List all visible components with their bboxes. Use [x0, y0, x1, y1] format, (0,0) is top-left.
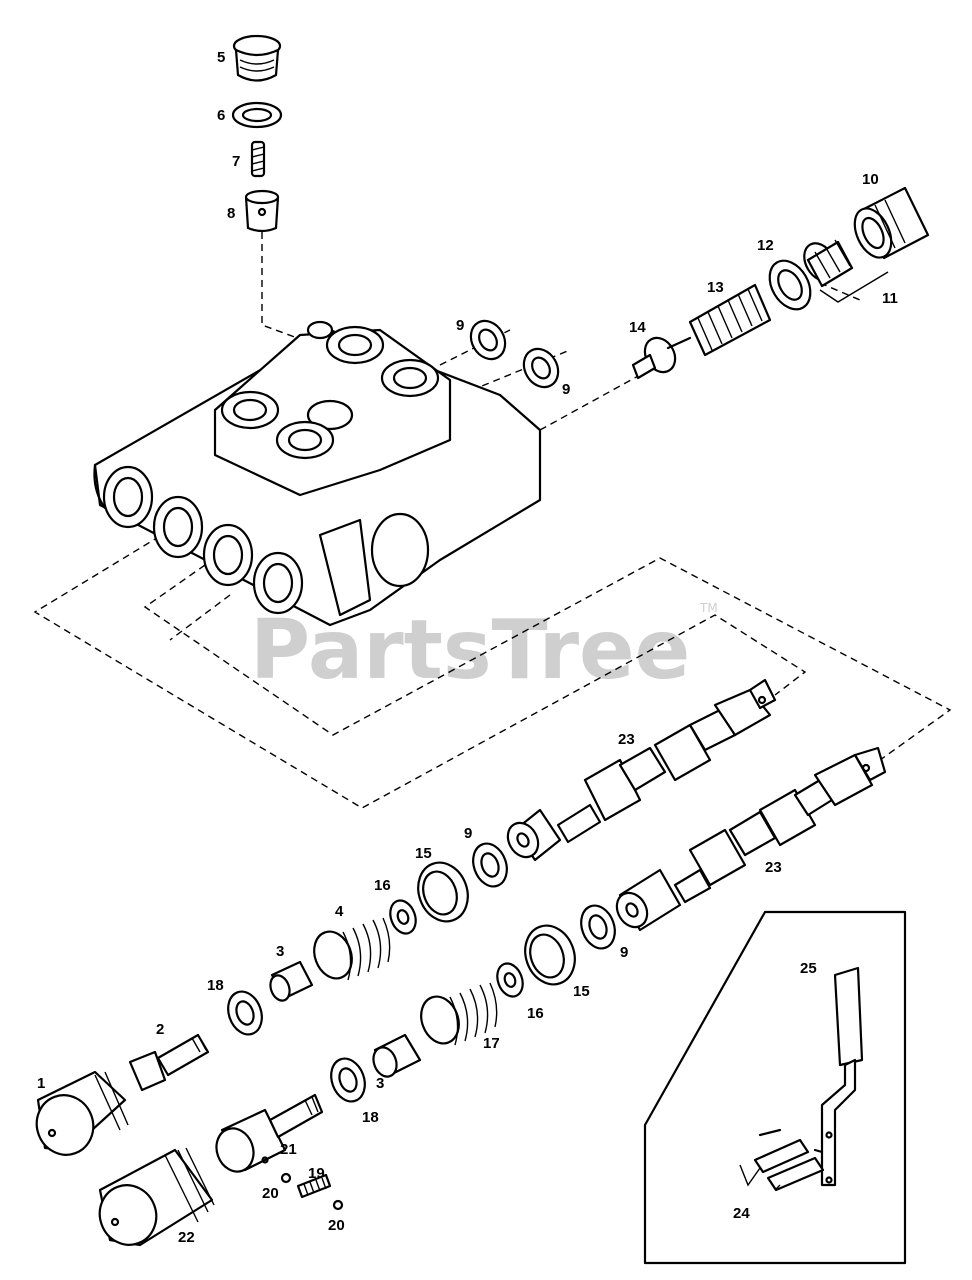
spool-23-lower	[615, 746, 887, 932]
washer-9-upper-a	[469, 319, 507, 361]
o-ring-6	[231, 101, 283, 129]
label-4: 4	[335, 903, 344, 920]
label-25: 25	[800, 960, 817, 977]
ball-20-a	[280, 1172, 292, 1184]
spring-19	[296, 1173, 332, 1199]
label-16b: 16	[527, 1005, 544, 1022]
spring-seat-11	[803, 239, 889, 303]
detent-14	[631, 336, 692, 380]
seal-15-upper	[417, 861, 469, 923]
poppet-8	[244, 189, 280, 233]
cap-10	[853, 186, 930, 260]
label-21: 21	[280, 1141, 297, 1158]
washer-9-upper-b	[522, 347, 560, 389]
washer-9-mid-a	[472, 842, 508, 888]
label-11: 11	[882, 290, 898, 307]
washer-9-lower	[580, 904, 616, 950]
label-3b: 3	[376, 1075, 384, 1092]
o-ring-12	[768, 259, 812, 311]
bolt-2	[128, 1033, 210, 1092]
label-6: 6	[217, 107, 225, 124]
label-15b: 15	[573, 983, 590, 1000]
label-24: 24	[733, 1205, 750, 1222]
washer-18-lower	[330, 1057, 366, 1103]
label-9d: 9	[620, 944, 628, 961]
spring-17	[420, 982, 498, 1046]
sleeve-3-upper	[269, 960, 314, 1002]
label-9a: 9	[456, 317, 464, 334]
washer-16-lower	[496, 962, 524, 998]
ball-20-b	[332, 1199, 344, 1211]
label-8: 8	[227, 205, 235, 222]
label-18b: 18	[362, 1109, 379, 1126]
label-16a: 16	[374, 877, 391, 894]
label-10: 10	[862, 171, 879, 188]
label-1: 1	[37, 1075, 45, 1092]
cap-1	[35, 1070, 129, 1156]
watermark-trademark: TM	[699, 601, 718, 615]
label-15a: 15	[415, 845, 432, 862]
callout-labels: 5 6 7 8 10 12 11 13 14 9 9 23 23 9 15 16…	[37, 49, 898, 1246]
links-24	[739, 1128, 825, 1192]
label-22: 22	[178, 1229, 195, 1246]
spring-4	[313, 917, 391, 981]
label-20a: 20	[262, 1185, 279, 1202]
label-2: 2	[156, 1021, 164, 1038]
label-20b: 20	[328, 1217, 345, 1234]
sleeve-3-lower	[372, 1033, 422, 1078]
label-19: 19	[308, 1165, 325, 1182]
label-17: 17	[483, 1035, 500, 1052]
label-13: 13	[707, 279, 724, 296]
label-23a: 23	[618, 731, 635, 748]
detent-21	[215, 1093, 324, 1173]
label-9b: 9	[562, 381, 570, 398]
spring-7	[250, 140, 266, 178]
lever-inset	[643, 910, 907, 1265]
valve-body	[93, 320, 542, 627]
label-3a: 3	[276, 943, 284, 960]
label-5: 5	[217, 49, 225, 66]
seal-15-lower	[524, 924, 576, 986]
label-18a: 18	[207, 977, 224, 994]
spring-13	[688, 283, 772, 357]
cap-22	[98, 1147, 215, 1247]
label-12: 12	[757, 237, 774, 254]
label-14: 14	[629, 319, 646, 336]
lever-25	[820, 966, 864, 1187]
washer-16-upper	[389, 899, 417, 935]
spool-23-upper	[506, 678, 777, 862]
label-7: 7	[232, 153, 240, 170]
label-23b: 23	[765, 859, 782, 876]
cap-plug-5	[232, 34, 282, 82]
label-9c: 9	[464, 825, 472, 842]
washer-18-upper	[227, 990, 263, 1036]
